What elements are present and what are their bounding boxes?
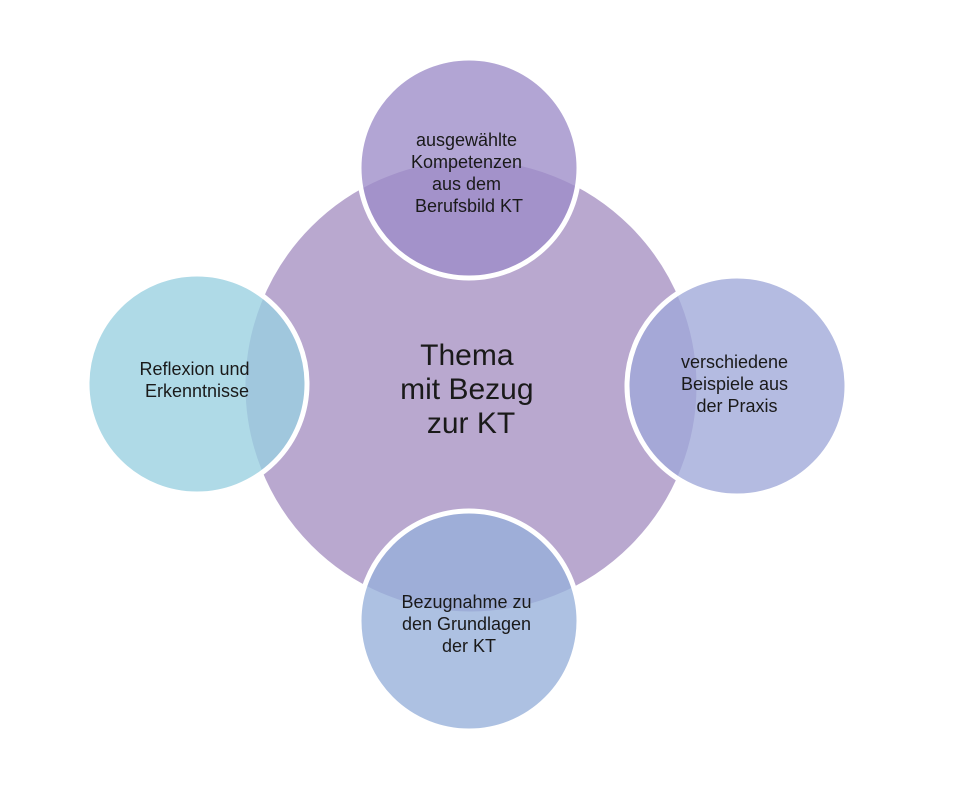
- satellite-label-line: Bezugnahme zu: [401, 592, 531, 612]
- center-label-line: mit Bezug: [400, 373, 533, 406]
- satellite-node-right: verschiedene Beispiele aus der Praxis: [624, 273, 850, 499]
- satellite-label-line: ausgewählte: [416, 130, 517, 150]
- satellite-label-line: Kompetenzen: [411, 152, 522, 172]
- satellite-node-top: ausgewählte Kompetenzen aus dem Berufsbi…: [356, 55, 582, 281]
- satellite-label-line: Erkenntnisse: [145, 381, 249, 401]
- satellite-label-line: verschiedene: [681, 352, 788, 372]
- center-label-line: zur KT: [427, 407, 515, 440]
- satellite-label-line: Berufsbild KT: [415, 196, 523, 216]
- center-label: Thema mit Bezug zur KT: [400, 339, 542, 440]
- satellite-node-left: Reflexion und Erkenntnisse: [84, 271, 310, 497]
- satellite-circle-bottom: [356, 508, 582, 734]
- satellite-label-line: Reflexion und: [139, 359, 249, 379]
- center-label-line: Thema: [420, 339, 514, 372]
- satellite-circle-top: [356, 55, 582, 281]
- satellite-label-left: Reflexion und Erkenntnisse: [139, 359, 254, 401]
- satellite-label-bottom: Bezugnahme zu den Grundlagen der KT: [401, 592, 536, 656]
- satellite-label-top: ausgewählte Kompetenzen aus dem Berufsbi…: [411, 130, 527, 216]
- satellite-node-bottom: Bezugnahme zu den Grundlagen der KT: [356, 508, 582, 734]
- satellite-label-line: der KT: [442, 636, 496, 656]
- satellite-label-right: verschiedene Beispiele aus der Praxis: [681, 352, 793, 416]
- satellite-circle-left: [84, 271, 310, 497]
- satellite-circle-right: [624, 273, 850, 499]
- satellite-label-line: der Praxis: [696, 396, 777, 416]
- satellite-label-line: den Grundlagen: [402, 614, 531, 634]
- satellite-label-line: aus dem: [432, 174, 501, 194]
- satellite-label-line: Beispiele aus: [681, 374, 788, 394]
